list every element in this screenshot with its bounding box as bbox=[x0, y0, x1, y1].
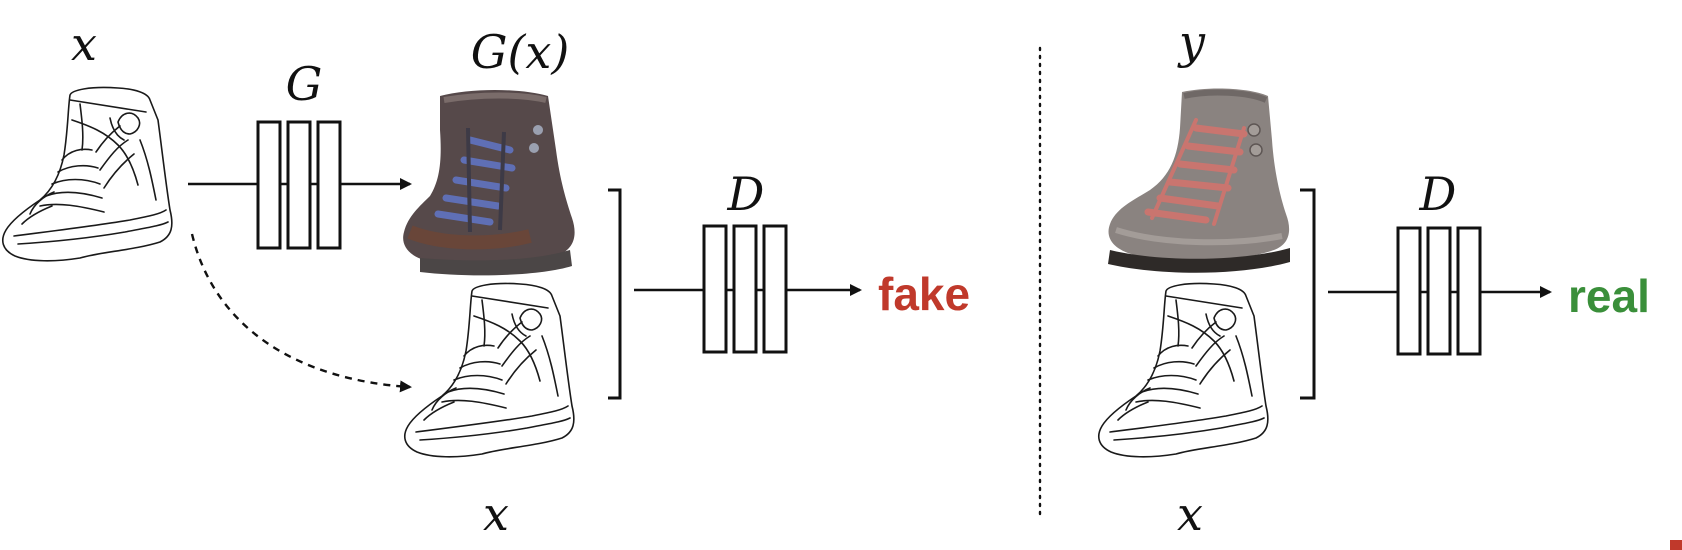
corner-mark bbox=[1670, 540, 1682, 550]
discriminator-network-right bbox=[1396, 226, 1482, 356]
fake-verdict: fake bbox=[878, 268, 970, 320]
pair-bracket-left bbox=[608, 188, 622, 400]
generator-label: G bbox=[286, 57, 323, 111]
discriminator-label-left: D bbox=[727, 167, 765, 221]
real-boot-image bbox=[1108, 88, 1290, 273]
real-verdict: real bbox=[1568, 270, 1650, 322]
condition-skip-arrow bbox=[190, 233, 412, 393]
input-x-label: x bbox=[71, 17, 97, 71]
discriminator-label-right: D bbox=[1419, 167, 1457, 221]
condition-edge-map-right bbox=[1097, 282, 1269, 458]
discriminator-network-left bbox=[702, 224, 788, 354]
condition-x-label-right: x bbox=[1177, 487, 1203, 541]
generated-label: G(x) bbox=[471, 25, 570, 79]
condition-edge-map-left bbox=[403, 282, 575, 458]
generator-network bbox=[256, 120, 342, 250]
pair-bracket-right bbox=[1300, 188, 1316, 400]
generated-boot-image bbox=[403, 90, 575, 276]
real-y-label: y bbox=[1177, 15, 1206, 69]
condition-x-label-left: x bbox=[483, 487, 509, 541]
input-edge-map bbox=[1, 86, 173, 262]
